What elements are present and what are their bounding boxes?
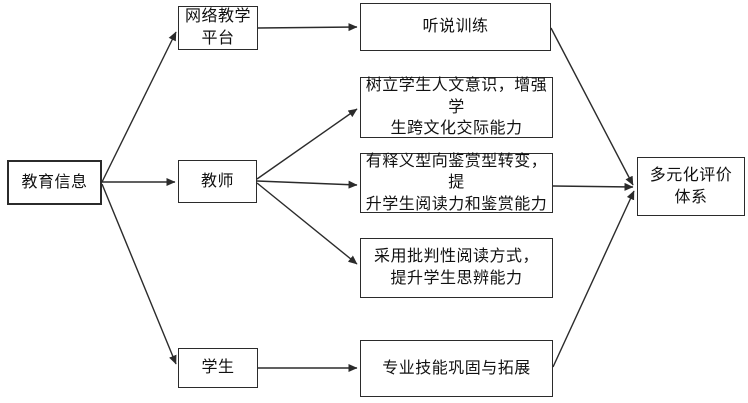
node-critical-reading: 采用批判性阅读方式， 提升学生思辨能力 <box>360 238 553 298</box>
node-skill-expansion: 专业技能巩固与拓展 <box>360 340 553 397</box>
node-network-platform: 网络教学 平台 <box>178 6 258 50</box>
node-student: 学生 <box>178 348 258 388</box>
node-evaluation-system: 多元化评价 体系 <box>637 157 745 216</box>
edge-platform-to-listening <box>257 23 358 32</box>
edge-teacher-to-humanistic <box>256 108 358 180</box>
node-humanistic-awareness: 树立学生人文意识，增强学 生跨文化交际能力 <box>360 77 553 138</box>
edge-teacher-to-appreciation <box>256 180 358 189</box>
edge-listening-to-evaluation <box>550 27 634 186</box>
edge-skill-to-evaluation <box>552 190 635 368</box>
node-listening-speaking: 听说训练 <box>360 3 551 51</box>
node-appreciation-shift: 有释义型向鉴赏型转变，提 升学生阅读力和鉴赏能力 <box>360 153 553 213</box>
edge-education-to-student <box>101 183 177 365</box>
edge-education-to-platform <box>101 31 177 183</box>
node-teacher: 教师 <box>178 160 257 203</box>
edge-teacher-to-critical <box>256 182 358 265</box>
node-education-info: 教育信息 <box>7 160 102 205</box>
edge-appreciation-to-evaluation <box>552 182 634 191</box>
